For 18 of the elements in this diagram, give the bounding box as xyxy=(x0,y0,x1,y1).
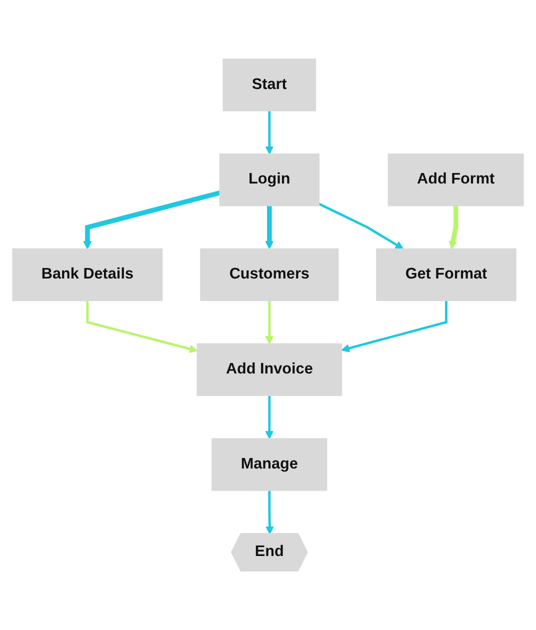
arrow xyxy=(266,490,274,534)
arrow xyxy=(83,190,220,250)
node-box: Manage xyxy=(212,438,328,491)
node-box: Get Format xyxy=(376,248,516,302)
arrow xyxy=(318,202,404,250)
arrow xyxy=(341,300,448,352)
node-box: Bank Details xyxy=(12,248,163,302)
arrow xyxy=(265,206,274,250)
arrow xyxy=(265,300,274,344)
arrow xyxy=(265,396,274,440)
arrow xyxy=(448,206,458,250)
node-box: Login xyxy=(219,153,320,206)
node-box: Customers xyxy=(200,248,339,302)
node-box: Start xyxy=(222,58,316,112)
arrow xyxy=(86,300,198,353)
node-box: Add Formt xyxy=(388,153,524,206)
node-box: Add Invoice xyxy=(196,343,342,396)
arrow xyxy=(265,110,274,154)
